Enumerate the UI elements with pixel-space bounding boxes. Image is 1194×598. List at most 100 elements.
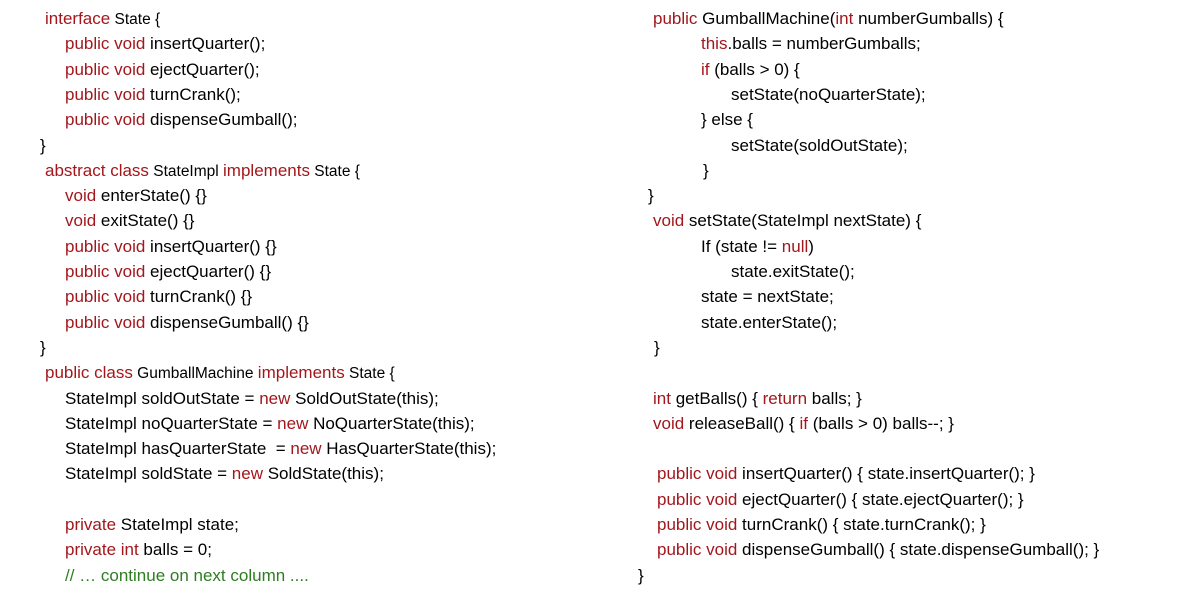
code-text: GumballMachine( — [697, 9, 836, 28]
code-line: setState(noQuarterState); — [731, 82, 926, 107]
code-line: int getBalls() { return balls; } — [653, 386, 862, 411]
code-text: turnCrank() {} — [145, 287, 253, 307]
code-keyword: public void — [657, 540, 738, 560]
code-text: StateImpl soldState = — [65, 464, 232, 484]
code-line: state.exitState(); — [731, 259, 855, 284]
code-line: abstract class StateImpl implements Stat… — [45, 158, 360, 183]
code-text: insertQuarter() {} — [145, 236, 277, 256]
code-text: setState(StateImpl nextState) { — [684, 211, 922, 231]
code-line: StateImpl soldState = new SoldState(this… — [65, 461, 384, 486]
code-comment: // … continue on next column .... — [65, 565, 309, 585]
code-text: balls; } — [807, 388, 862, 408]
code-text: getBalls() { — [670, 388, 763, 408]
code-line: state = nextState; — [701, 284, 834, 309]
code-text: releaseBall() { — [684, 413, 800, 433]
code-keyword: public void — [65, 236, 146, 256]
code-line: public void dispenseGumball() { state.di… — [657, 537, 1099, 562]
code-keyword: void — [653, 211, 685, 231]
code-line: } — [703, 158, 709, 183]
code-text: dispenseGumball() { state.dispenseGumbal… — [737, 540, 1100, 560]
code-line: public void dispenseGumball(); — [65, 107, 297, 132]
code-line: } else { — [701, 107, 753, 132]
code-line: void exitState() {} — [65, 208, 194, 233]
code-keyword: void — [65, 211, 97, 231]
code-keyword: void — [653, 413, 685, 433]
code-text: (balls > 0) { — [709, 59, 800, 79]
code-line: } — [654, 335, 660, 360]
code-text: turnCrank() { state.turnCrank(); } — [737, 515, 986, 534]
code-line: private int balls = 0; — [65, 537, 212, 562]
code-text: StateImpl noQuarterState = — [65, 413, 278, 433]
code-text: State { — [110, 11, 161, 28]
code-line: public void ejectQuarter(); — [65, 57, 260, 82]
code-text: dispenseGumball() {} — [145, 312, 309, 332]
code-line: public void insertQuarter() { state.inse… — [657, 461, 1035, 486]
code-text: SoldOutState(this); — [290, 388, 439, 408]
code-text: } — [648, 186, 654, 206]
code-line: void releaseBall() { if (balls > 0) ball… — [653, 411, 954, 436]
code-keyword: abstract class — [45, 160, 149, 180]
code-text: NoQuarterState(this); — [308, 413, 475, 433]
code-keyword: public void — [65, 110, 146, 130]
code-line: void enterState() {} — [65, 183, 207, 208]
code-line: public void insertQuarter() {} — [65, 234, 277, 259]
code-text: exitState() {} — [96, 211, 195, 231]
code-line: StateImpl hasQuarterState = new HasQuart… — [65, 436, 496, 461]
code-text: } else { — [701, 110, 753, 130]
code-text: SoldState(this); — [262, 464, 384, 484]
code-text: insertQuarter() { state.insertQuarter();… — [737, 464, 1035, 484]
code-line: this.balls = numberGumballs; — [701, 31, 921, 56]
code-text: HasQuarterState(this); — [321, 439, 497, 459]
code-line: public void dispenseGumball() {} — [65, 310, 309, 335]
code-text: StateImpl soldOutState = — [65, 388, 260, 408]
code-text: State { — [344, 365, 395, 383]
code-line: public GumballMachine(int numberGumballs… — [653, 6, 1004, 31]
code-text: state.exitState(); — [731, 262, 855, 281]
code-text: numberGumballs) { — [853, 9, 1004, 28]
code-text: .balls = numberGumballs; — [727, 34, 921, 54]
code-keyword: public void — [65, 59, 146, 79]
code-keyword: public class — [45, 363, 133, 383]
code-keyword: if — [799, 413, 808, 433]
code-keyword: return — [762, 388, 808, 408]
code-line: private StateImpl state; — [65, 512, 239, 537]
code-keyword: public — [653, 9, 698, 28]
code-line: // … continue on next column .... — [65, 563, 309, 588]
code-text: state.enterState(); — [701, 312, 838, 332]
code-text: state = nextState; — [701, 287, 834, 307]
code-keyword: this — [701, 34, 728, 54]
code-text: } — [638, 565, 644, 585]
code-text: setState(soldOutState); — [731, 135, 908, 155]
code-line: interface State { — [45, 6, 160, 31]
code-line: } — [40, 133, 46, 158]
code-text: StateImpl hasQuarterState = — [65, 439, 291, 459]
code-line: public class GumballMachine implements S… — [45, 360, 395, 385]
code-text: dispenseGumball(); — [145, 110, 298, 130]
code-text: (balls > 0) balls--; } — [807, 413, 954, 433]
code-line: public void turnCrank(); — [65, 82, 241, 107]
code-line: public void turnCrank() {} — [65, 284, 252, 309]
code-text: If (state != — [701, 236, 782, 256]
code-text: balls = 0; — [138, 540, 212, 560]
code-text: } — [654, 337, 660, 357]
code-line: state.enterState(); — [701, 310, 837, 335]
code-line: StateImpl soldOutState = new SoldOutStat… — [65, 386, 439, 411]
code-keyword: if — [701, 59, 710, 79]
code-text: } — [703, 160, 709, 180]
code-keyword: private int — [65, 540, 139, 560]
code-line: public void insertQuarter(); — [65, 31, 265, 56]
code-line: void setState(StateImpl nextState) { — [653, 208, 921, 233]
code-keyword: public void — [657, 489, 738, 509]
code-text: enterState() {} — [96, 186, 207, 206]
code-keyword: new — [277, 413, 309, 433]
code-keyword: new — [259, 388, 291, 408]
code-keyword: int — [653, 388, 671, 408]
code-keyword: new — [290, 439, 322, 459]
code-line: public void turnCrank() { state.turnCran… — [657, 512, 986, 537]
code-line: } — [638, 563, 644, 588]
code-line: StateImpl noQuarterState = new NoQuarter… — [65, 411, 475, 436]
code-text: insertQuarter(); — [145, 34, 266, 54]
code-keyword: public void — [65, 34, 146, 54]
code-text: StateImpl state; — [116, 515, 239, 534]
code-text: ejectQuarter(); — [145, 59, 260, 79]
